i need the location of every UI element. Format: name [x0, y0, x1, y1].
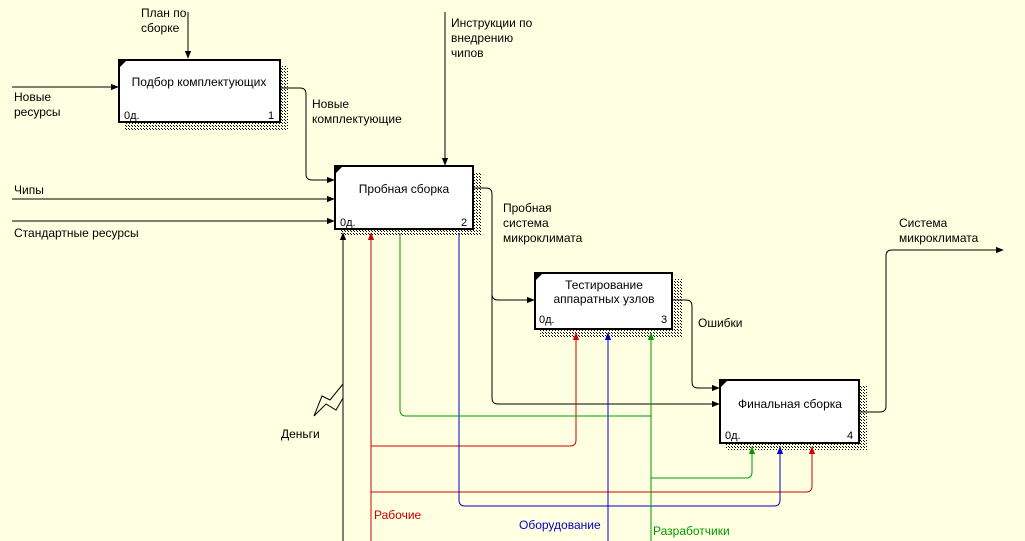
- label-new-parts-2: комплектующие: [312, 112, 402, 126]
- box-1[interactable]: Подбор комплектующих 0д. 1: [118, 59, 281, 123]
- label-instructions-3: чипов: [451, 46, 484, 60]
- label-equipment: Оборудование: [519, 518, 601, 532]
- label-workers: Рабочие: [374, 508, 422, 522]
- arrow-errors: [672, 299, 720, 392]
- box-2-num: 2: [461, 217, 467, 229]
- equipment-arrows: [458, 233, 784, 541]
- label-trial-system-3: микроклимата: [503, 231, 583, 245]
- label-instructions-1: Инструкции по: [451, 16, 533, 30]
- label-new-resources-2: ресурсы: [14, 105, 61, 119]
- box-1-title: Подбор комплектующих: [132, 75, 267, 89]
- box-4-cost: 0д.: [725, 430, 741, 442]
- label-trial-system-1: Пробная: [503, 201, 552, 215]
- label-instructions-2: внедрению: [451, 31, 513, 45]
- label-new-parts-1: Новые: [312, 97, 349, 111]
- box-4-title: Финальная сборка: [738, 397, 842, 411]
- box-4-num: 4: [847, 430, 853, 442]
- box-2-title: Пробная сборка: [359, 182, 450, 196]
- arrow-trial-system: [473, 187, 535, 304]
- label-std-resources: Стандартные ресурсы: [14, 226, 139, 240]
- box-4[interactable]: Финальная сборка 0д. 4: [719, 379, 860, 444]
- black-arrows: [12, 12, 1004, 541]
- label-system-1: Система: [899, 216, 948, 230]
- label-plan-1: План по: [141, 6, 187, 20]
- workers-arrows: [367, 232, 816, 541]
- box-3-cost: 0д.: [539, 314, 555, 326]
- box-3-num: 3: [661, 314, 667, 326]
- developers-arrows: [399, 233, 756, 541]
- box-1-cost: 0д.: [124, 110, 140, 122]
- label-money: Деньги: [281, 427, 320, 441]
- label-chips: Чипы: [14, 183, 44, 197]
- label-errors: Ошибки: [698, 316, 743, 330]
- arrow-labels: План по сборке Новые ресурсы Инструкции …: [14, 6, 979, 538]
- box-3-title-line1: Тестирование: [565, 278, 643, 292]
- box-1-num: 1: [268, 110, 274, 122]
- box-2-cost: 0д.: [340, 217, 356, 229]
- box-2[interactable]: Пробная сборка 0д. 2: [334, 165, 474, 230]
- arrow-system: [859, 246, 1004, 413]
- label-trial-system-2: система: [503, 216, 549, 230]
- label-system-2: микроклимата: [899, 231, 979, 245]
- box-3[interactable]: Тестирование аппаратных узлов 0д. 3: [534, 272, 673, 330]
- arrow-new-parts: [280, 87, 335, 184]
- label-plan-2: сборке: [141, 21, 180, 35]
- box-3-title-line2: аппаратных узлов: [553, 292, 654, 306]
- label-new-resources-1: Новые: [14, 90, 51, 104]
- label-developers: Разработчики: [653, 524, 730, 538]
